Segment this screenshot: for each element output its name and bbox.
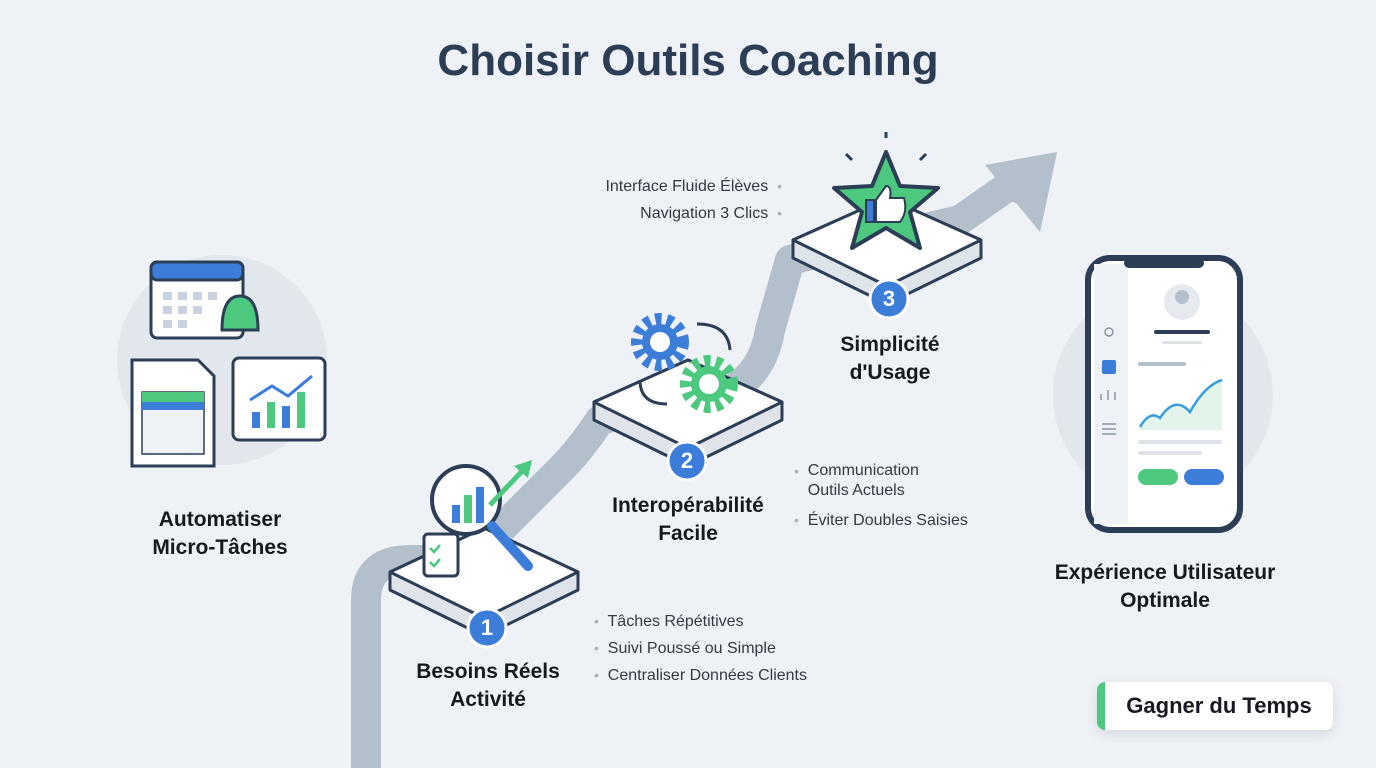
label-line: Interopérabilité (612, 494, 764, 517)
bullet-item: • Centraliser Données Clients (594, 667, 807, 684)
step-number-1: 1 (480, 615, 494, 640)
spreadsheet-icon (130, 358, 216, 468)
bullet-item: • Suivi Poussé ou Simple (594, 640, 776, 657)
step-number-2: 2 (680, 448, 694, 473)
label-line: Activité (450, 688, 526, 711)
star-thumbs-up-icon (832, 132, 940, 250)
calendar-bell-icon (149, 260, 260, 340)
step-2-bullets: • Communication Outils Actuels • Éviter … (794, 461, 968, 534)
step-1-bullets: • Tâches Répétitives • Suivi Poussé ou S… (594, 608, 807, 689)
step-badge-3 (868, 278, 910, 320)
page-title: Choisir Outils Coaching (437, 36, 939, 85)
magnifier-chart-icon (422, 460, 533, 578)
ux-label: Expérience Utilisateur Optimale (1020, 559, 1310, 615)
growth-chart-icon (231, 356, 327, 442)
save-time-badge: Gagner du Temps (1097, 682, 1333, 730)
automate-label: Automatiser Micro-Tâches (110, 506, 330, 562)
label-line: Automatiser (158, 508, 282, 531)
step-badge-1 (466, 607, 508, 649)
step-badge-2 (666, 440, 708, 482)
step-1-label: Besoins Réels Activité (388, 658, 588, 714)
step-3-label: Simplicité d'Usage (800, 331, 980, 387)
progress-path (351, 172, 1019, 768)
bullet-item: • Communication Outils Actuels (794, 462, 919, 499)
label-line: d'Usage (849, 361, 931, 384)
label-line: Facile (658, 522, 718, 545)
bullet-item: • Tâches Répétitives (594, 613, 744, 630)
bullet-item: Navigation 3 Clics • (640, 205, 782, 222)
bullet-item: • Éviter Doubles Saisies (794, 512, 968, 529)
step-3-bullets: Interface Fluide Élèves • Navigation 3 C… (605, 173, 782, 227)
step-2-label: Interopérabilité Facile (578, 492, 798, 548)
label-line: Micro-Tâches (152, 536, 288, 559)
label-line: Besoins Réels (416, 660, 560, 683)
smartphone-icon (1085, 255, 1243, 533)
gears-icon (631, 313, 738, 413)
step-number-3: 3 (882, 286, 896, 311)
bullet-item: Interface Fluide Élèves • (605, 178, 782, 195)
platform-3 (791, 196, 983, 306)
label-line: Simplicité (840, 333, 940, 356)
label-line: Expérience Utilisateur (1054, 561, 1276, 584)
label-line: Optimale (1120, 589, 1210, 612)
